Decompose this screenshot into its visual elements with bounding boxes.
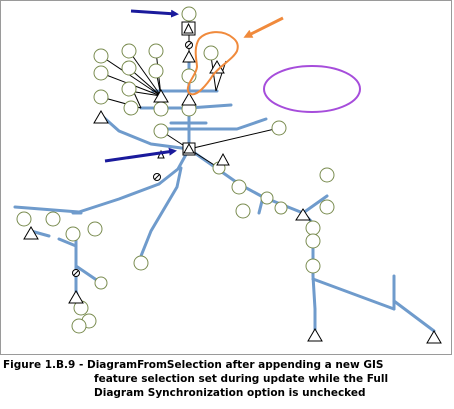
orange-arrow <box>243 16 284 38</box>
triangle-nodes <box>23 49 442 344</box>
blue-arrow-top <box>130 9 179 18</box>
valve-nodes <box>72 41 193 277</box>
purple-ellipse-highlight <box>263 65 361 113</box>
diagram-figure <box>0 0 452 355</box>
switch-nodes <box>181 21 196 156</box>
caption-line-1: Figure 1.B.9 - DiagramFromSelection afte… <box>3 359 384 371</box>
caption-line-3: Diagram Synchronization option is unchec… <box>94 387 366 399</box>
network-diagram <box>13 6 442 344</box>
figure-caption: Figure 1.B.9 - DiagramFromSelection afte… <box>3 358 451 400</box>
blue-arrow-middle <box>104 147 177 163</box>
junction-nodes <box>16 6 335 334</box>
pipe-network <box>13 59 436 333</box>
caption-line-2: feature selection set during update whil… <box>94 373 389 385</box>
orange-highlight-loop <box>186 31 239 96</box>
